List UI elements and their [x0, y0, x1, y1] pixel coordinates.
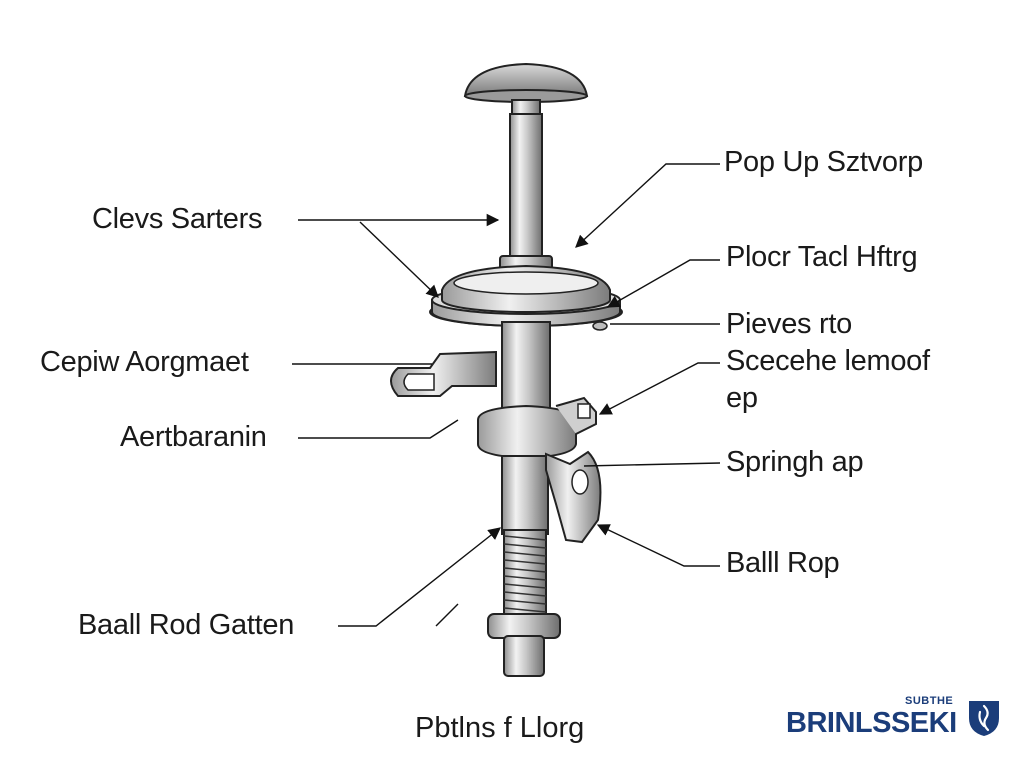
- caption: Pbtlns f Llorg: [415, 712, 585, 744]
- label-sceceh-line1: Scecehe lemoof: [726, 345, 930, 377]
- clevis-arm: [390, 350, 497, 397]
- top-knob: [463, 62, 589, 117]
- leader-lines: [292, 163, 721, 627]
- lower-rod: [501, 455, 549, 535]
- brand-small-text: SUBTHE: [905, 695, 954, 707]
- label-pivot-tail: Plocr Tacl Hftrg: [726, 241, 918, 273]
- label-pieves: Pieves rto: [726, 308, 852, 340]
- label-aertbaranin: Aertbaranin: [120, 421, 267, 453]
- flange-disk: [429, 264, 623, 331]
- brand-name: BRINLSSEKI: [786, 707, 957, 739]
- label-ball-rop: Balll Rop: [726, 547, 840, 579]
- brand-logo: SUBTHE BRINLSSEKI: [786, 695, 1016, 745]
- bottom-tip: [503, 635, 545, 677]
- label-springh: Springh ap: [726, 446, 864, 478]
- clip-ring: [477, 396, 597, 460]
- threaded-rod: [503, 529, 547, 619]
- upper-rod: [509, 113, 543, 261]
- label-sceceh-line2: ep: [726, 382, 758, 414]
- spring-clip: [545, 450, 602, 544]
- shield-icon: [969, 701, 999, 736]
- label-cepiw: Cepiw Aorgmaet: [40, 346, 249, 378]
- label-ball-rod-gatten: Baall Rod Gatten: [78, 609, 295, 641]
- bottom-nut: [487, 613, 561, 639]
- label-pop-up: Pop Up Sztvorp: [724, 146, 923, 178]
- label-clevis: Clevs Sarters: [92, 203, 263, 235]
